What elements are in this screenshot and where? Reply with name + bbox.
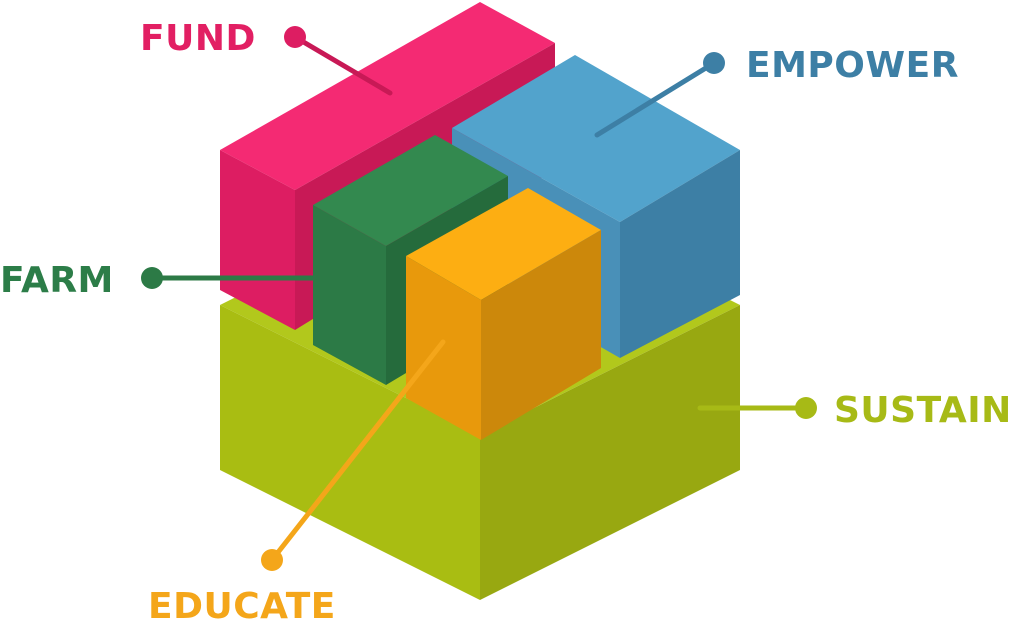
farm-leader-dot [141, 267, 163, 289]
fund-leader-line [292, 34, 393, 96]
empower-callout [594, 52, 725, 138]
empower-block-right [620, 150, 740, 358]
farm-label: FARM [0, 260, 114, 301]
empower-block-top [452, 55, 740, 222]
educate-leader-line [269, 339, 446, 563]
sustain-block-right [480, 305, 740, 600]
empower-leader-line [594, 60, 717, 138]
educate-label: EDUCATE [148, 586, 336, 622]
sustain-callout [697, 397, 817, 419]
fund-leader-dot [284, 26, 306, 48]
educate-callout [261, 339, 446, 571]
empower-leader-dot [703, 52, 725, 74]
sustain-leader-dot [795, 397, 817, 419]
sustain-block-left [220, 305, 480, 600]
farm-block-top [313, 135, 508, 246]
educate-block-right [481, 230, 601, 440]
fund-block-left [220, 150, 295, 330]
fund-block-top [220, 2, 555, 190]
fund-callout [284, 26, 393, 96]
empower-label: EMPOWER [746, 45, 959, 86]
farm-block-left [313, 205, 386, 385]
educate-block [406, 188, 601, 440]
educate-leader-dot [261, 549, 283, 571]
educate-block-left [406, 256, 481, 440]
sustain-label: SUSTAIN [834, 390, 1012, 431]
fund-label: FUND [140, 18, 256, 59]
educate-block-top [406, 188, 601, 300]
farm-callout [141, 267, 359, 289]
